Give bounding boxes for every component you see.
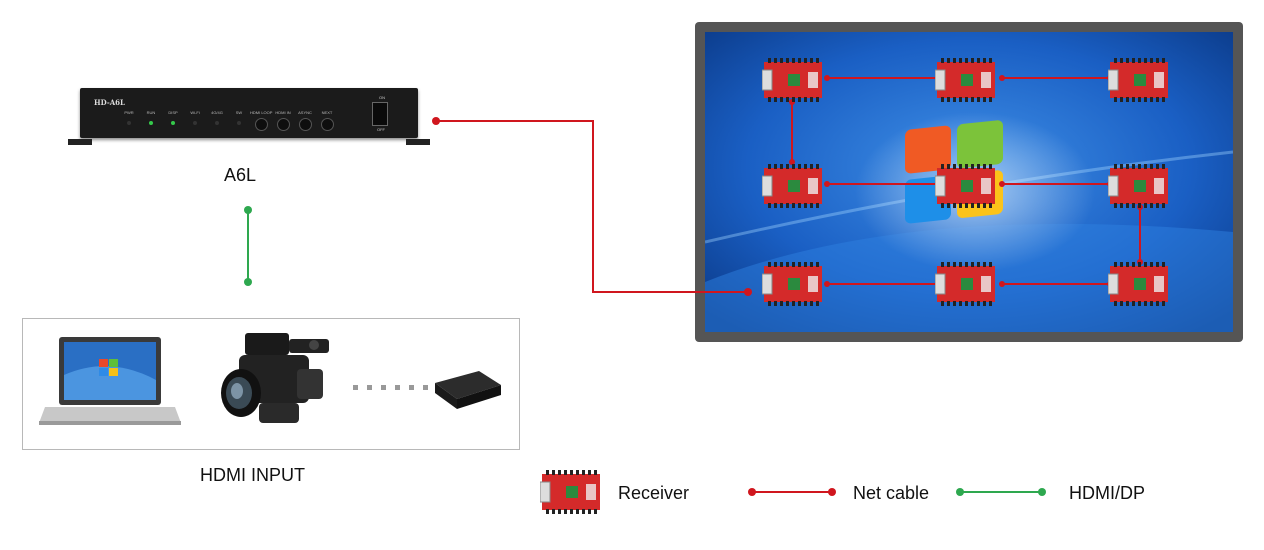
hdmi-in-button xyxy=(276,118,290,131)
button-label: HDMI IN xyxy=(275,110,291,115)
switch-off-label: OFF xyxy=(377,127,385,132)
switch-on-label: ON xyxy=(379,95,385,100)
camcorder-icon xyxy=(221,333,329,423)
receiver-card-icon xyxy=(1107,262,1170,311)
button-label: NEXT xyxy=(321,110,333,115)
receiver-card-icon xyxy=(761,58,824,107)
a6l-controller: HD-A6L PWR RUN DISP Wi-Fi 4G/4G SW HDMI … xyxy=(68,88,430,145)
button-label: ASYNC xyxy=(298,110,312,115)
net-cable-endpoint-icon xyxy=(744,288,752,296)
receiver-card-icon xyxy=(761,262,824,311)
device-caption: A6L xyxy=(224,165,257,185)
legend-receiver-label: Receiver xyxy=(618,483,690,503)
legend-receiver-icon-wrap xyxy=(539,470,602,519)
indicator-label: 4G/4G xyxy=(211,110,223,115)
indicator-label: RUN xyxy=(146,110,156,115)
button-label: HDMI LOOP xyxy=(250,110,273,115)
hdmi-endpoint-icon xyxy=(244,206,252,214)
indicator-label: SW xyxy=(235,110,243,115)
hdmi-loop-button xyxy=(254,118,268,131)
async-button xyxy=(298,118,312,131)
receiver-icon xyxy=(539,470,602,519)
receiver-card-icon xyxy=(934,262,997,311)
pwr-led-icon xyxy=(127,121,131,125)
hdmi-endpoint-icon xyxy=(244,278,252,286)
receiver-card-icon xyxy=(934,58,997,107)
hdmi-input-caption: HDMI INPUT xyxy=(200,465,305,485)
cell-led-icon xyxy=(215,121,219,125)
receiver-card-icon xyxy=(1107,164,1170,213)
next-button xyxy=(320,118,334,131)
run-led-icon xyxy=(149,121,153,125)
media-box-icon xyxy=(435,371,501,409)
receiver-card-icon xyxy=(934,164,997,213)
receiver-card-icon xyxy=(761,164,824,213)
power-switch-icon xyxy=(372,102,388,126)
indicator-label: PWR xyxy=(124,110,134,115)
indicator-label: DISP xyxy=(168,110,178,115)
receiver-chain xyxy=(791,77,1141,285)
device-model-label: HD-A6L xyxy=(94,98,125,107)
legend-hdmi-label: HDMI/DP xyxy=(1069,483,1145,503)
wifi-led-icon xyxy=(193,121,197,125)
net-cable-endpoint-icon xyxy=(432,117,440,125)
laptop-icon xyxy=(39,337,181,425)
more-devices-dots-icon xyxy=(353,385,428,390)
disp-led-icon xyxy=(171,121,175,125)
controller-front-panel: HD-A6L PWR RUN DISP Wi-Fi 4G/4G SW HDMI … xyxy=(80,88,418,138)
hdmi-input-sources xyxy=(22,318,520,450)
net-cable-line xyxy=(436,120,748,293)
receiver-card-icon xyxy=(1107,58,1170,107)
indicator-label: Wi-Fi xyxy=(190,110,200,115)
sw-led-icon xyxy=(237,121,241,125)
legend-net-cable-label: Net cable xyxy=(853,483,930,503)
